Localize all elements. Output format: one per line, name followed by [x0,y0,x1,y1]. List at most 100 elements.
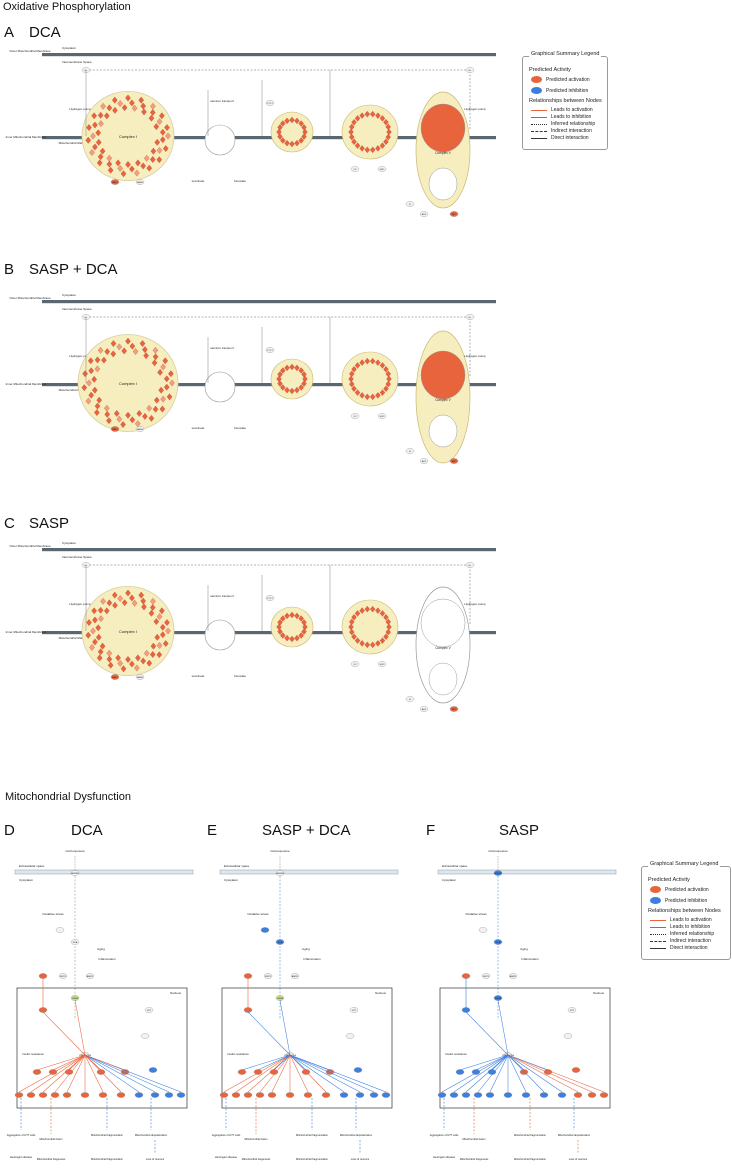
aggregation-label: Aggregation of HTT cells [7,1133,36,1137]
complex-iv-subunit [351,614,357,621]
complex-i-subunit [97,648,104,656]
complex-i-subunit [148,609,155,617]
complex-iv-subunit [351,119,357,126]
complex-i-subunit [94,365,101,373]
oxidative-stress-label: Oxidative stress [465,912,487,916]
oxphos-diagram-a: Outer Mitochondrial MembraneCytoplasmInt… [6,46,496,217]
complex-i-subunit [148,114,155,122]
complex-i-subunit [164,619,170,626]
legend-leads-inh-row: Leads to inhibition [531,114,591,120]
complex-i-subunit [99,147,106,155]
complex-iii-subunit [301,380,307,387]
molecule-node [539,1092,549,1098]
complex-iv-subunit [351,366,357,373]
proton-return-line [86,564,471,625]
molecule-node [110,426,120,432]
complex-i-subunit [92,638,98,646]
legend-activation-row: Predicted activation [650,886,709,893]
electron-transport-label: electron transport [210,594,234,598]
complex-i-subunit [159,405,166,413]
complex-iv-subunit [375,640,381,647]
molecule-node [55,927,65,933]
edge-line [507,1054,527,1093]
molecule-node [26,1092,36,1098]
molecule-label: AMPK [292,975,299,978]
complex-iv-subunit [348,623,354,631]
loss-neurons-label: Loss of neurons [146,1157,165,1161]
legend-leads-act-label: Leads to activation [670,917,712,923]
panel-c-letter: C [4,515,15,532]
molecule-node [80,1092,90,1098]
molecule-node [521,1092,531,1098]
complex-i-subunit [117,100,123,107]
complex-i-subunit [148,414,155,422]
complex-i-subunit [141,603,147,611]
edge-line [84,1054,126,1071]
complex-i-subunit [129,594,135,602]
complex-iv-subunit [385,123,391,131]
complex-i-subunit [91,375,97,383]
molecule-node [493,870,503,876]
complex-iii-subunit [284,634,290,642]
complex-i-subunit [150,642,157,650]
mito-depolarization-label: Mitochondrial depolarization [340,1133,373,1137]
edge-line [465,1011,509,1056]
complex-i-subunit [92,121,98,129]
legend-predicted-head: Predicted Activity [529,67,571,73]
complex-iii-subunit [289,116,295,124]
complex-ii [204,371,236,403]
indirect-line-swatch [531,130,547,132]
molecule-label: HTT [352,1010,357,1012]
complex-i-subunit [160,631,166,639]
molecule-node [405,201,415,207]
complex-i-subunit [162,145,169,152]
complex-i-subunit [95,129,101,137]
legend-activation-label: Predicted activation [665,886,709,893]
complex-iv-subunit [349,618,355,626]
insulin-resistance-label: Insulin resistance [445,1052,467,1056]
complex-i-subunit [153,618,160,625]
molecule-node [345,1033,355,1039]
complex-i-subunit [164,124,170,131]
molecule-node [355,1092,365,1098]
legend-activation-label: Predicted activation [546,76,590,83]
complex-iii-subunit [298,367,304,374]
complex-i-subunit [129,342,136,350]
molecule-node [465,67,475,73]
edge-line [259,1054,291,1093]
edge-line [223,1054,291,1093]
complex-iv-subunit [379,637,386,644]
complex-iii-subunit [294,139,300,147]
complex-i-subunit [121,599,128,607]
panel-a-letter: A [4,24,15,41]
molecule-node [573,1092,583,1098]
molecule-node [419,458,429,464]
edge-line [84,1054,104,1093]
edge-line [289,1054,345,1093]
molecule-node [38,1092,48,1098]
molecule-label: AMPK [87,975,94,978]
molecule-node [465,562,475,568]
complex-i-subunit [90,132,96,140]
complex-i-subunit [140,657,146,665]
complex-i-subunit [125,94,131,102]
legend-indirect-row: Indirect interaction [531,128,592,134]
complex-i-subunit [95,624,101,632]
complex-i-subunit [143,352,149,360]
complex-v-label: Complex V [435,646,451,650]
complex-iii-subunit [294,117,300,125]
molecule-label: NAD+ [112,676,119,679]
complex-i-subunit [152,353,159,361]
molecule-label: NADH [137,676,144,679]
molecule-node [38,1007,48,1013]
aging-label: Aging [302,947,310,951]
matrix-label: Mitochondrial Matrix [59,141,86,145]
complex-iv-subunit [349,380,355,388]
loss-neurons-label: Loss of neurons [351,1157,370,1161]
aggregation-label: Aggregation of HTT cells [430,1133,459,1137]
edge-line [74,999,86,1056]
panel-f-letter: F [426,822,436,839]
edge-line [289,1054,327,1093]
molecule-label: ADRB3 [276,872,284,875]
